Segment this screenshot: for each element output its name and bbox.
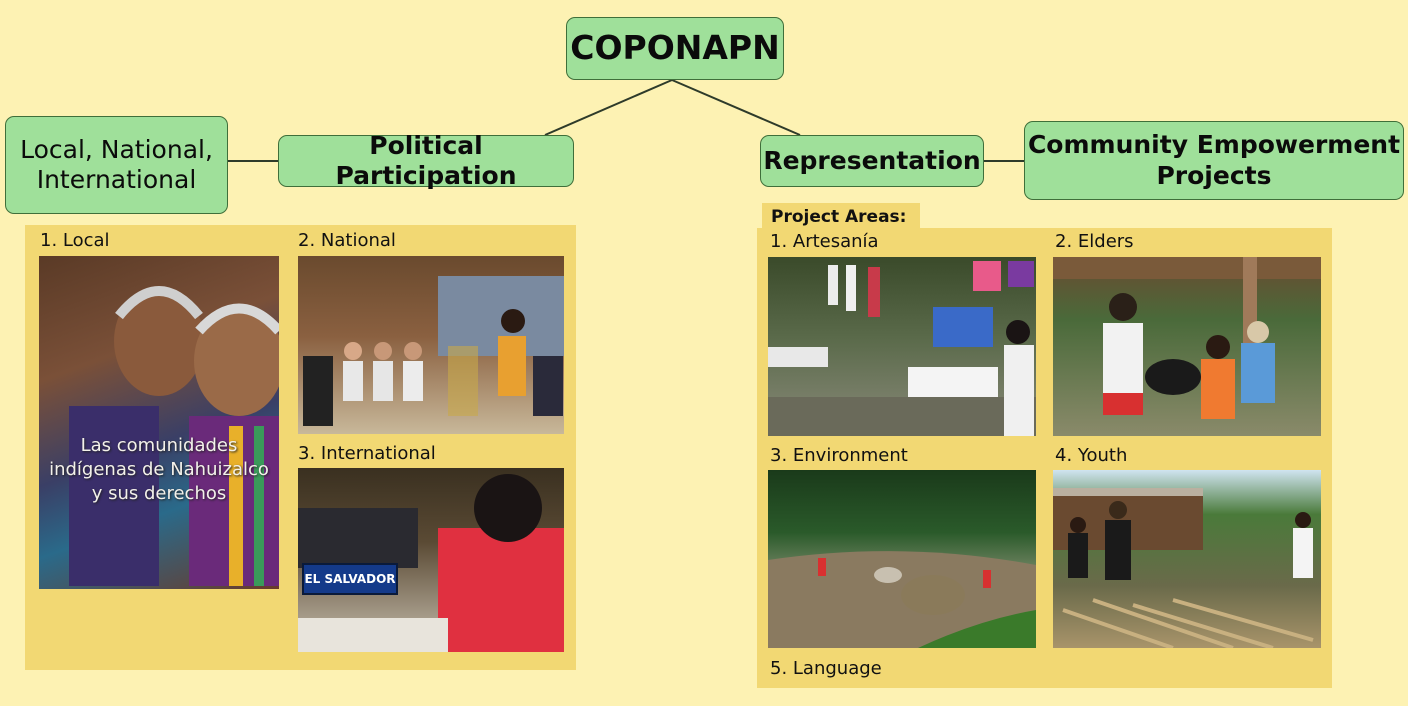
- elders-photo-graphic: [1053, 257, 1321, 419]
- international-photo-graphic: [298, 474, 564, 652]
- link-root-representation: [671, 79, 801, 136]
- label-local: 1. Local: [40, 230, 110, 251]
- node-local-national-international: Local, National, International: [5, 116, 228, 214]
- environment-photo-graphic: [768, 551, 1036, 648]
- node-representation: Representation: [760, 135, 984, 187]
- node-community-empowerment-label: Community Empowerment Projects: [1027, 130, 1401, 190]
- label-international: 3. International: [298, 443, 436, 464]
- youth-photo: [1053, 470, 1321, 648]
- link-root-political: [544, 79, 673, 136]
- label-youth: 4. Youth: [1055, 445, 1128, 466]
- national-photo: [298, 256, 564, 434]
- node-coponapn-label: COPONAPN: [570, 28, 780, 68]
- international-photo: EL SALVADOR: [298, 468, 564, 652]
- el-salvador-sign: EL SALVADOR: [302, 563, 398, 595]
- el-salvador-sign-text: EL SALVADOR: [304, 572, 396, 586]
- node-political-participation: Political Participation: [278, 131, 574, 190]
- local-photo: Las comunidades indígenas de Nahuizalco …: [39, 256, 279, 589]
- project-areas-heading: Project Areas:: [771, 207, 907, 227]
- artesania-photo-graphic: [768, 261, 1036, 436]
- node-political-participation-label: Political Participation: [335, 130, 517, 191]
- project-areas-tab: [762, 203, 920, 231]
- label-environment: 3. Environment: [770, 445, 908, 466]
- environment-photo: [768, 470, 1036, 648]
- artesania-photo: [768, 257, 1036, 436]
- local-photo-caption: Las comunidades indígenas de Nahuizalco …: [49, 435, 269, 504]
- node-community-empowerment-projects: Community Empowerment Projects: [1024, 121, 1404, 200]
- label-national: 2. National: [298, 230, 396, 251]
- label-artesania: 1. Artesanía: [770, 231, 879, 252]
- elders-photo: [1053, 257, 1321, 436]
- node-representation-label: Representation: [763, 145, 981, 175]
- local-photo-graphic: [69, 286, 279, 586]
- node-levels-label: Local, National, International: [20, 134, 213, 195]
- youth-photo-graphic: [1053, 488, 1314, 648]
- national-photo-graphic: [303, 276, 564, 426]
- label-elders: 2. Elders: [1055, 231, 1134, 252]
- label-language: 5. Language: [770, 658, 882, 679]
- node-coponapn: COPONAPN: [566, 17, 784, 80]
